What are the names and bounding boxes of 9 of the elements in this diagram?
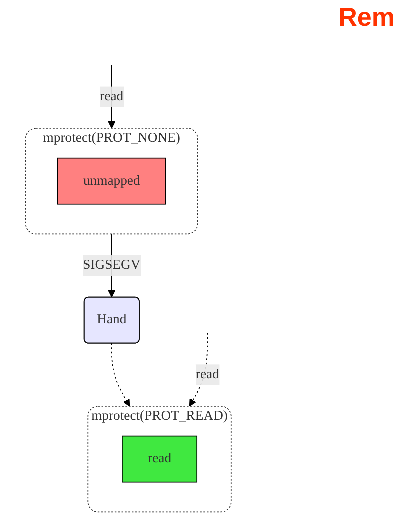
arrow [111,342,130,407]
edge-label: read [100,89,124,104]
arrow [189,332,208,407]
node-box: unmapped [57,158,166,205]
node-box: read [122,436,198,483]
title: Rem [338,1,396,33]
edge-label: SIGSEGV [83,258,141,273]
arrow [108,64,116,129]
edge-label: read [196,367,220,382]
